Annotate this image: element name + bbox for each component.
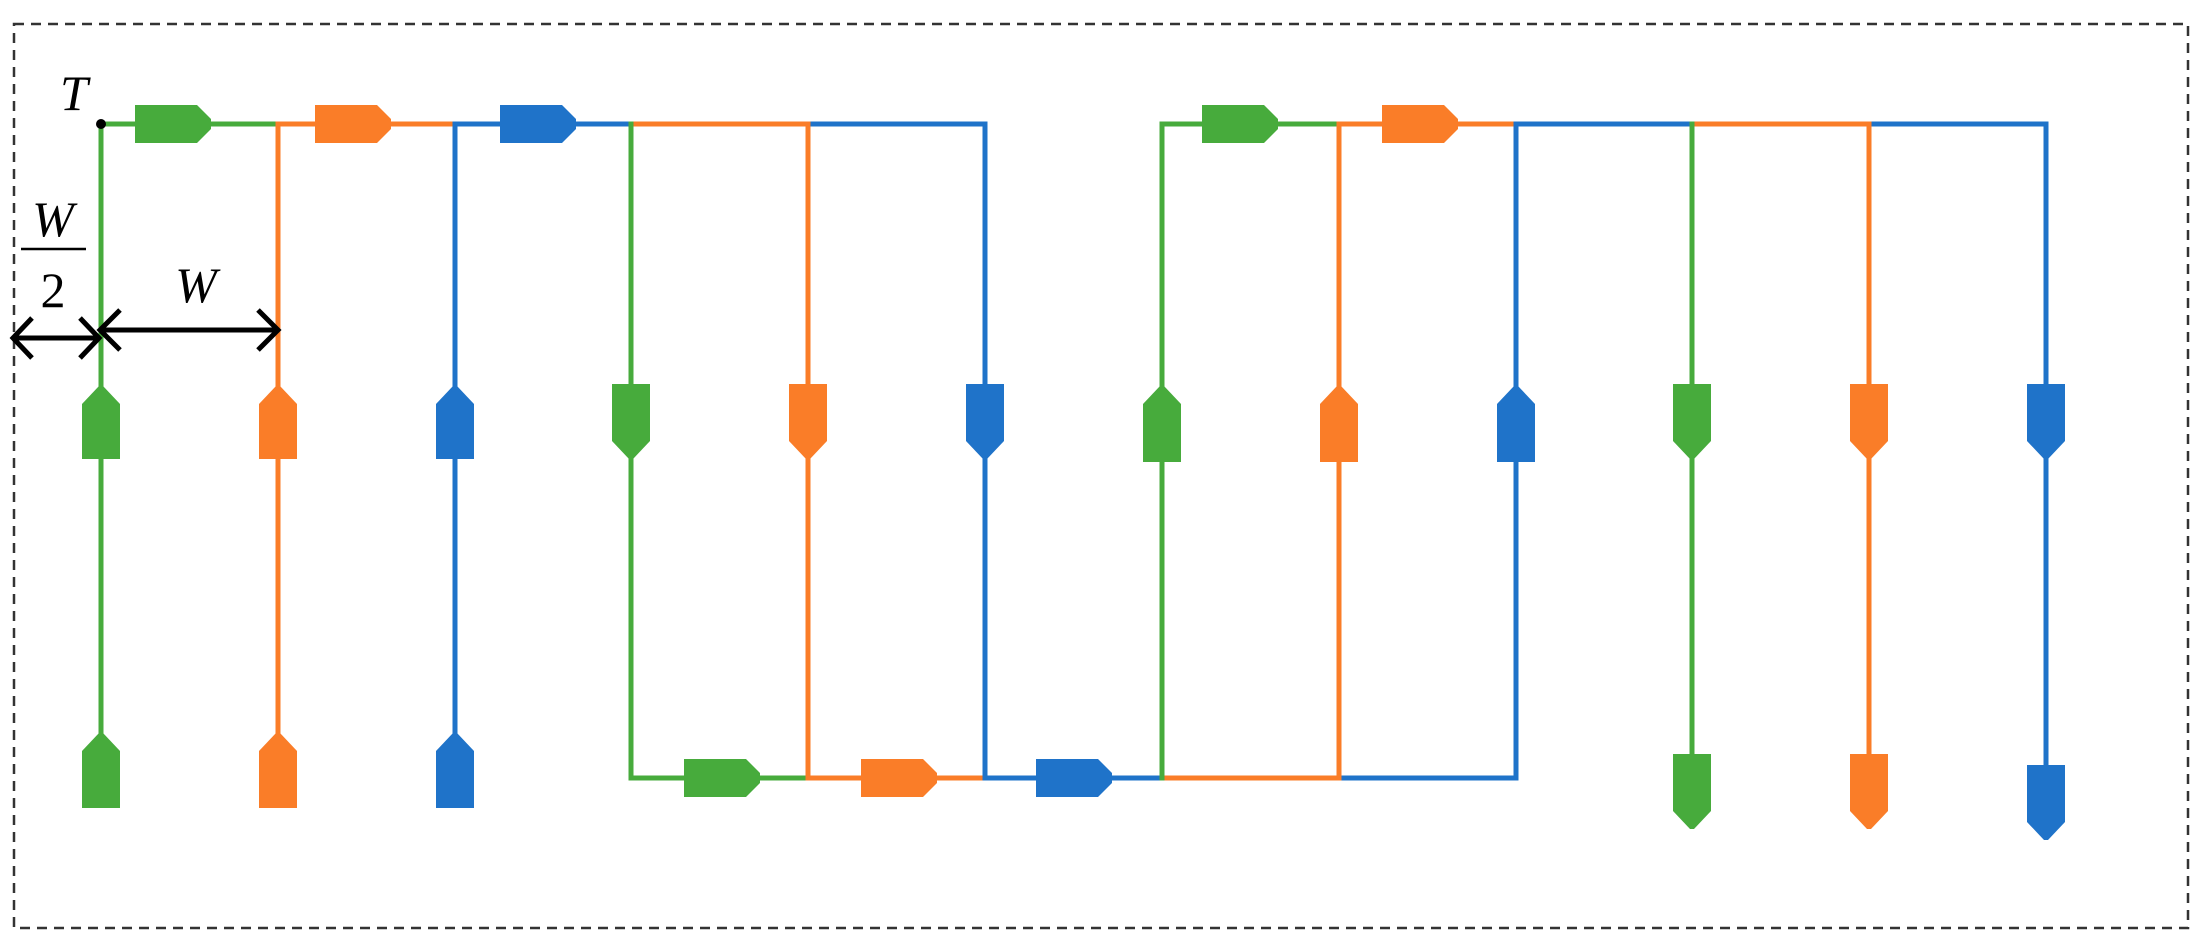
blue-connector-down-icon [966,384,1004,459]
blue-connector-down-icon [2027,384,2065,459]
orange-connector-right-icon [1382,105,1458,143]
point-t-marker [96,119,106,129]
wire-layer [98,121,2049,803]
orange-connector-down-icon [1850,384,1888,459]
blue-connector-up-icon [1497,386,1535,462]
dimension-width: W [96,257,282,352]
arrowhead-right-icon [256,308,282,352]
point-t-label: T [60,65,91,121]
arrowhead-right-icon [78,316,103,360]
orange-connector-up-icon [1320,386,1358,462]
blue-connector-up-icon [436,386,474,459]
half-width-numerator: W [32,191,78,247]
blue-connector-up-icon [436,733,474,808]
green-connector-up-icon [82,733,120,808]
green-connector-right-icon [684,759,760,797]
connector-layer [82,105,2065,840]
green-connector-right-icon [1202,105,1278,143]
blue-connector-right-icon [500,105,576,143]
green-connector-down-icon [1673,754,1711,829]
blue-connector-right-icon [1036,759,1112,797]
green-connector-down-icon [612,384,650,459]
green-connector-up-icon [82,386,120,459]
orange-connector-down-icon [1850,754,1888,829]
width-label: W [175,257,221,313]
green-connector-right-icon [135,105,211,143]
dashed-frame [12,22,2190,930]
arrowhead-left-icon [9,316,34,360]
green-connector-up-icon [1143,386,1181,462]
orange-connector-up-icon [259,386,297,459]
half-width-denominator: 2 [41,262,66,318]
orange-connector-down-icon [789,384,827,459]
blue-connector-down-icon [2027,765,2065,840]
orange-connector-right-icon [861,759,937,797]
green-connector-down-icon [1673,384,1711,459]
orange-connector-right-icon [315,105,391,143]
arrowhead-left-icon [96,308,122,352]
orange-connector-up-icon [259,733,297,808]
dimension-half-width: W 2 [9,191,103,360]
